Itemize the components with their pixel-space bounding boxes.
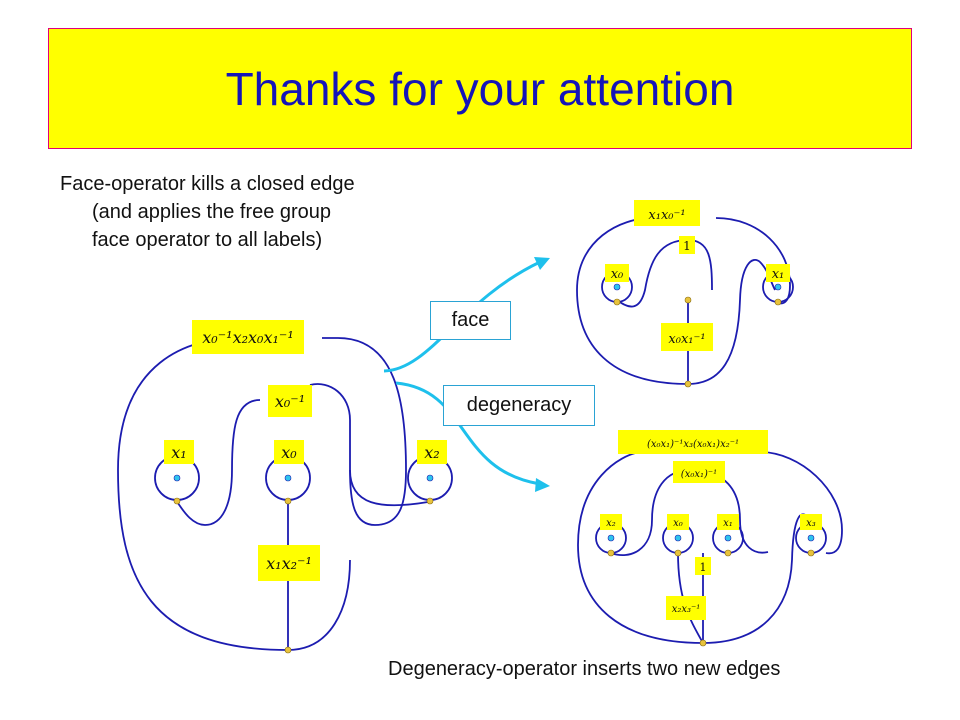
deg-outer-wire <box>577 451 843 644</box>
left-inner-label: x₀⁻¹ <box>275 392 305 411</box>
face-inner-label-bg <box>679 236 695 254</box>
face-operator-label: face <box>430 301 511 340</box>
deg-root-vertex <box>699 639 707 647</box>
deg-base-vertex-1 <box>607 549 615 557</box>
face-outer-right-loop <box>687 259 776 385</box>
face-stem-label-bg <box>661 323 713 351</box>
left-diagram: x₀⁻¹x₂x₀x₁⁻¹ x₀⁻¹ x₁ x₀ x₂ x₁x₂⁻¹ <box>117 320 453 654</box>
degeneracy-arrowhead <box>535 478 550 492</box>
left-stem-label-bg <box>258 545 320 581</box>
left-top-label-bg <box>192 320 304 354</box>
left-inner-label-bg <box>268 385 312 417</box>
left-inner-wire <box>176 399 261 526</box>
face-inner-label: 1 <box>683 239 691 253</box>
deg-stem-label-bg <box>695 557 711 575</box>
degeneracy-caption: Degeneracy-operator inserts two new edge… <box>388 658 781 680</box>
left-loop-label-bg-2 <box>274 440 304 464</box>
left-vertex-x2 <box>426 474 434 482</box>
deg-loop-label-bg-2 <box>667 514 689 530</box>
face-base-vertex-1 <box>613 298 621 306</box>
left-loop-label-x0: x₀ <box>281 443 297 462</box>
deg-base-vertex-2 <box>674 549 682 557</box>
face-top-label-bg <box>634 200 700 226</box>
face-arrowhead <box>534 257 550 270</box>
left-root-vertex <box>284 646 292 654</box>
deg-inner-label: (x₀x₁)⁻¹ <box>681 469 717 480</box>
face-root-vertex <box>684 380 692 388</box>
deg-loop-label-x1: x₁ <box>723 518 733 529</box>
face-vertex-x1 <box>774 283 782 291</box>
slide-title: Thanks for your attention <box>225 62 735 115</box>
title-banner: Thanks for your attention <box>48 28 912 149</box>
face-loop-label-bg-1 <box>605 264 629 282</box>
deg-loop-label-bg-3 <box>717 514 739 530</box>
face-diagram: x₁x₀⁻¹ 1 x₀ x₁ x₀x₁⁻¹ <box>576 200 794 388</box>
left-loop-label-x1: x₁ <box>171 443 186 462</box>
deg-loop-label-bg-1 <box>600 514 622 530</box>
deg-bottom-label-bg <box>666 596 706 620</box>
face-loop-label-x1: x₁ <box>772 267 785 282</box>
left-base-vertex-2 <box>284 497 292 505</box>
deg-loop-label-bg-4 <box>800 514 822 530</box>
deg-base-vertex-4 <box>807 549 815 557</box>
description-line-1: Face-operator kills a closed edge <box>60 173 355 195</box>
deg-vertex-x1 <box>724 534 732 542</box>
description-line-3: face operator to all labels) <box>92 229 323 251</box>
left-loop-label-bg-3 <box>417 440 447 464</box>
deg-outer-bottom <box>702 513 811 644</box>
left-base-vertex-1 <box>173 497 181 505</box>
face-inner-arch <box>616 239 713 308</box>
description-line-2: (and applies the free group <box>92 201 332 223</box>
left-top-label: x₀⁻¹x₂x₀x₁⁻¹ <box>202 328 293 347</box>
degeneracy-diagram: (x₀x₁)⁻¹x₃(x₀x₁)x₂⁻¹ (x₀x₁)⁻¹ x₂ x₀ x₁ x… <box>577 430 843 647</box>
left-loop-label-x2: x₂ <box>424 443 439 462</box>
left-outer-bottom <box>287 559 351 651</box>
face-loop-label-x0: x₀ <box>611 267 624 282</box>
left-loop-label-bg-1 <box>164 440 194 464</box>
left-stem-label: x₁x₂⁻¹ <box>266 554 312 573</box>
deg-top-label-bg <box>618 430 768 454</box>
deg-loop-label-x3: x₃ <box>806 518 816 529</box>
deg-bottom-label: x₂x₃⁻¹ <box>672 604 701 615</box>
deg-loop-label-x0: x₀ <box>673 518 683 529</box>
deg-vertex-x0 <box>674 534 682 542</box>
deg-vertex-x3 <box>807 534 815 542</box>
deg-stem-label: 1 <box>700 561 707 574</box>
face-top-label: x₁x₀⁻¹ <box>648 208 685 223</box>
deg-top-label: (x₀x₁)⁻¹x₃(x₀x₁)x₂⁻¹ <box>647 439 739 450</box>
deg-inner-label-bg <box>673 461 725 483</box>
face-loop-label-bg-2 <box>766 264 790 282</box>
left-vertex-x0 <box>284 474 292 482</box>
left-right-wire-to-loop <box>349 469 429 507</box>
degeneracy-operator-label: degeneracy <box>443 385 595 426</box>
degeneracy-arrow <box>395 381 541 486</box>
deg-base-vertex-3 <box>724 549 732 557</box>
face-vertex-x0 <box>613 283 621 291</box>
deg-vertex-x2 <box>607 534 615 542</box>
left-base-vertex-3 <box>426 497 434 505</box>
face-operator-description: Face-operator kills a closed edge (and a… <box>60 170 355 254</box>
face-base-vertex-3 <box>684 296 692 304</box>
deg-loop-label-x2: x₂ <box>606 518 616 529</box>
face-stem-label: x₀x₁⁻¹ <box>668 332 705 347</box>
face-base-vertex-2 <box>774 298 782 306</box>
left-vertex-x1 <box>173 474 181 482</box>
